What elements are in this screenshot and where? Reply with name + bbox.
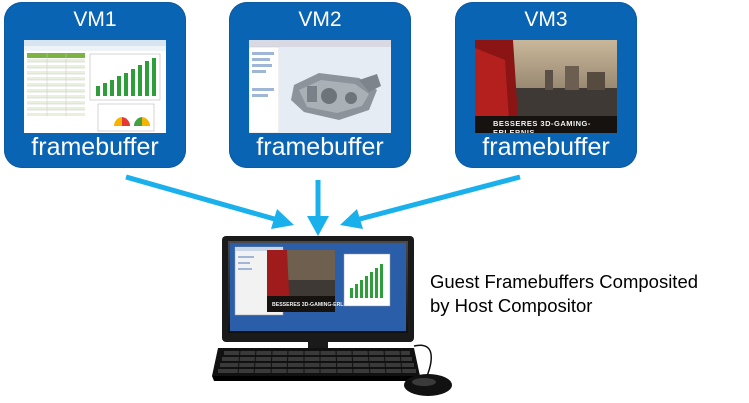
vm3-framebuffer-label: framebuffer [482,133,610,161]
arrow-vm3-to-host [340,174,521,229]
vm1-box: VM1 [4,2,186,168]
caption: Guest Framebuffers Composited by Host Co… [430,270,698,318]
vm2-box: VM2 framebuffer [229,2,411,168]
vm3-box: VM3 BESSERES 3D-GAMING-ERLEBNIS framebuf… [455,2,637,168]
vm3-game-thumbnail: BESSERES 3D-GAMING-ERLEBNIS [475,40,617,133]
vm3-game-overlay-text: BESSERES 3D-GAMING-ERLEBNIS [493,119,591,133]
host-monitor: BESSERES 3D-GAMING-ERLEBNIS [222,236,414,348]
caption-line2: by Host Compositor [430,295,593,316]
vm2-cad-thumbnail [249,40,391,133]
caption-line1: Guest Framebuffers Composited [430,271,699,292]
keyboard [212,348,420,381]
mouse [404,344,452,396]
monitor-game-overlay-text: BESSERES 3D-GAMING-ERLEBNIS [272,302,360,308]
arrow-vm2-to-host [307,180,329,236]
vm3-title: VM3 [524,8,568,31]
vm2-title: VM2 [298,8,342,31]
vm1-framebuffer-label: framebuffer [31,133,159,161]
arrow-vm1-to-host [125,174,294,229]
vm2-framebuffer-label: framebuffer [256,133,384,161]
vm1-title: VM1 [73,8,117,31]
vm1-spreadsheet-thumbnail [24,40,166,133]
